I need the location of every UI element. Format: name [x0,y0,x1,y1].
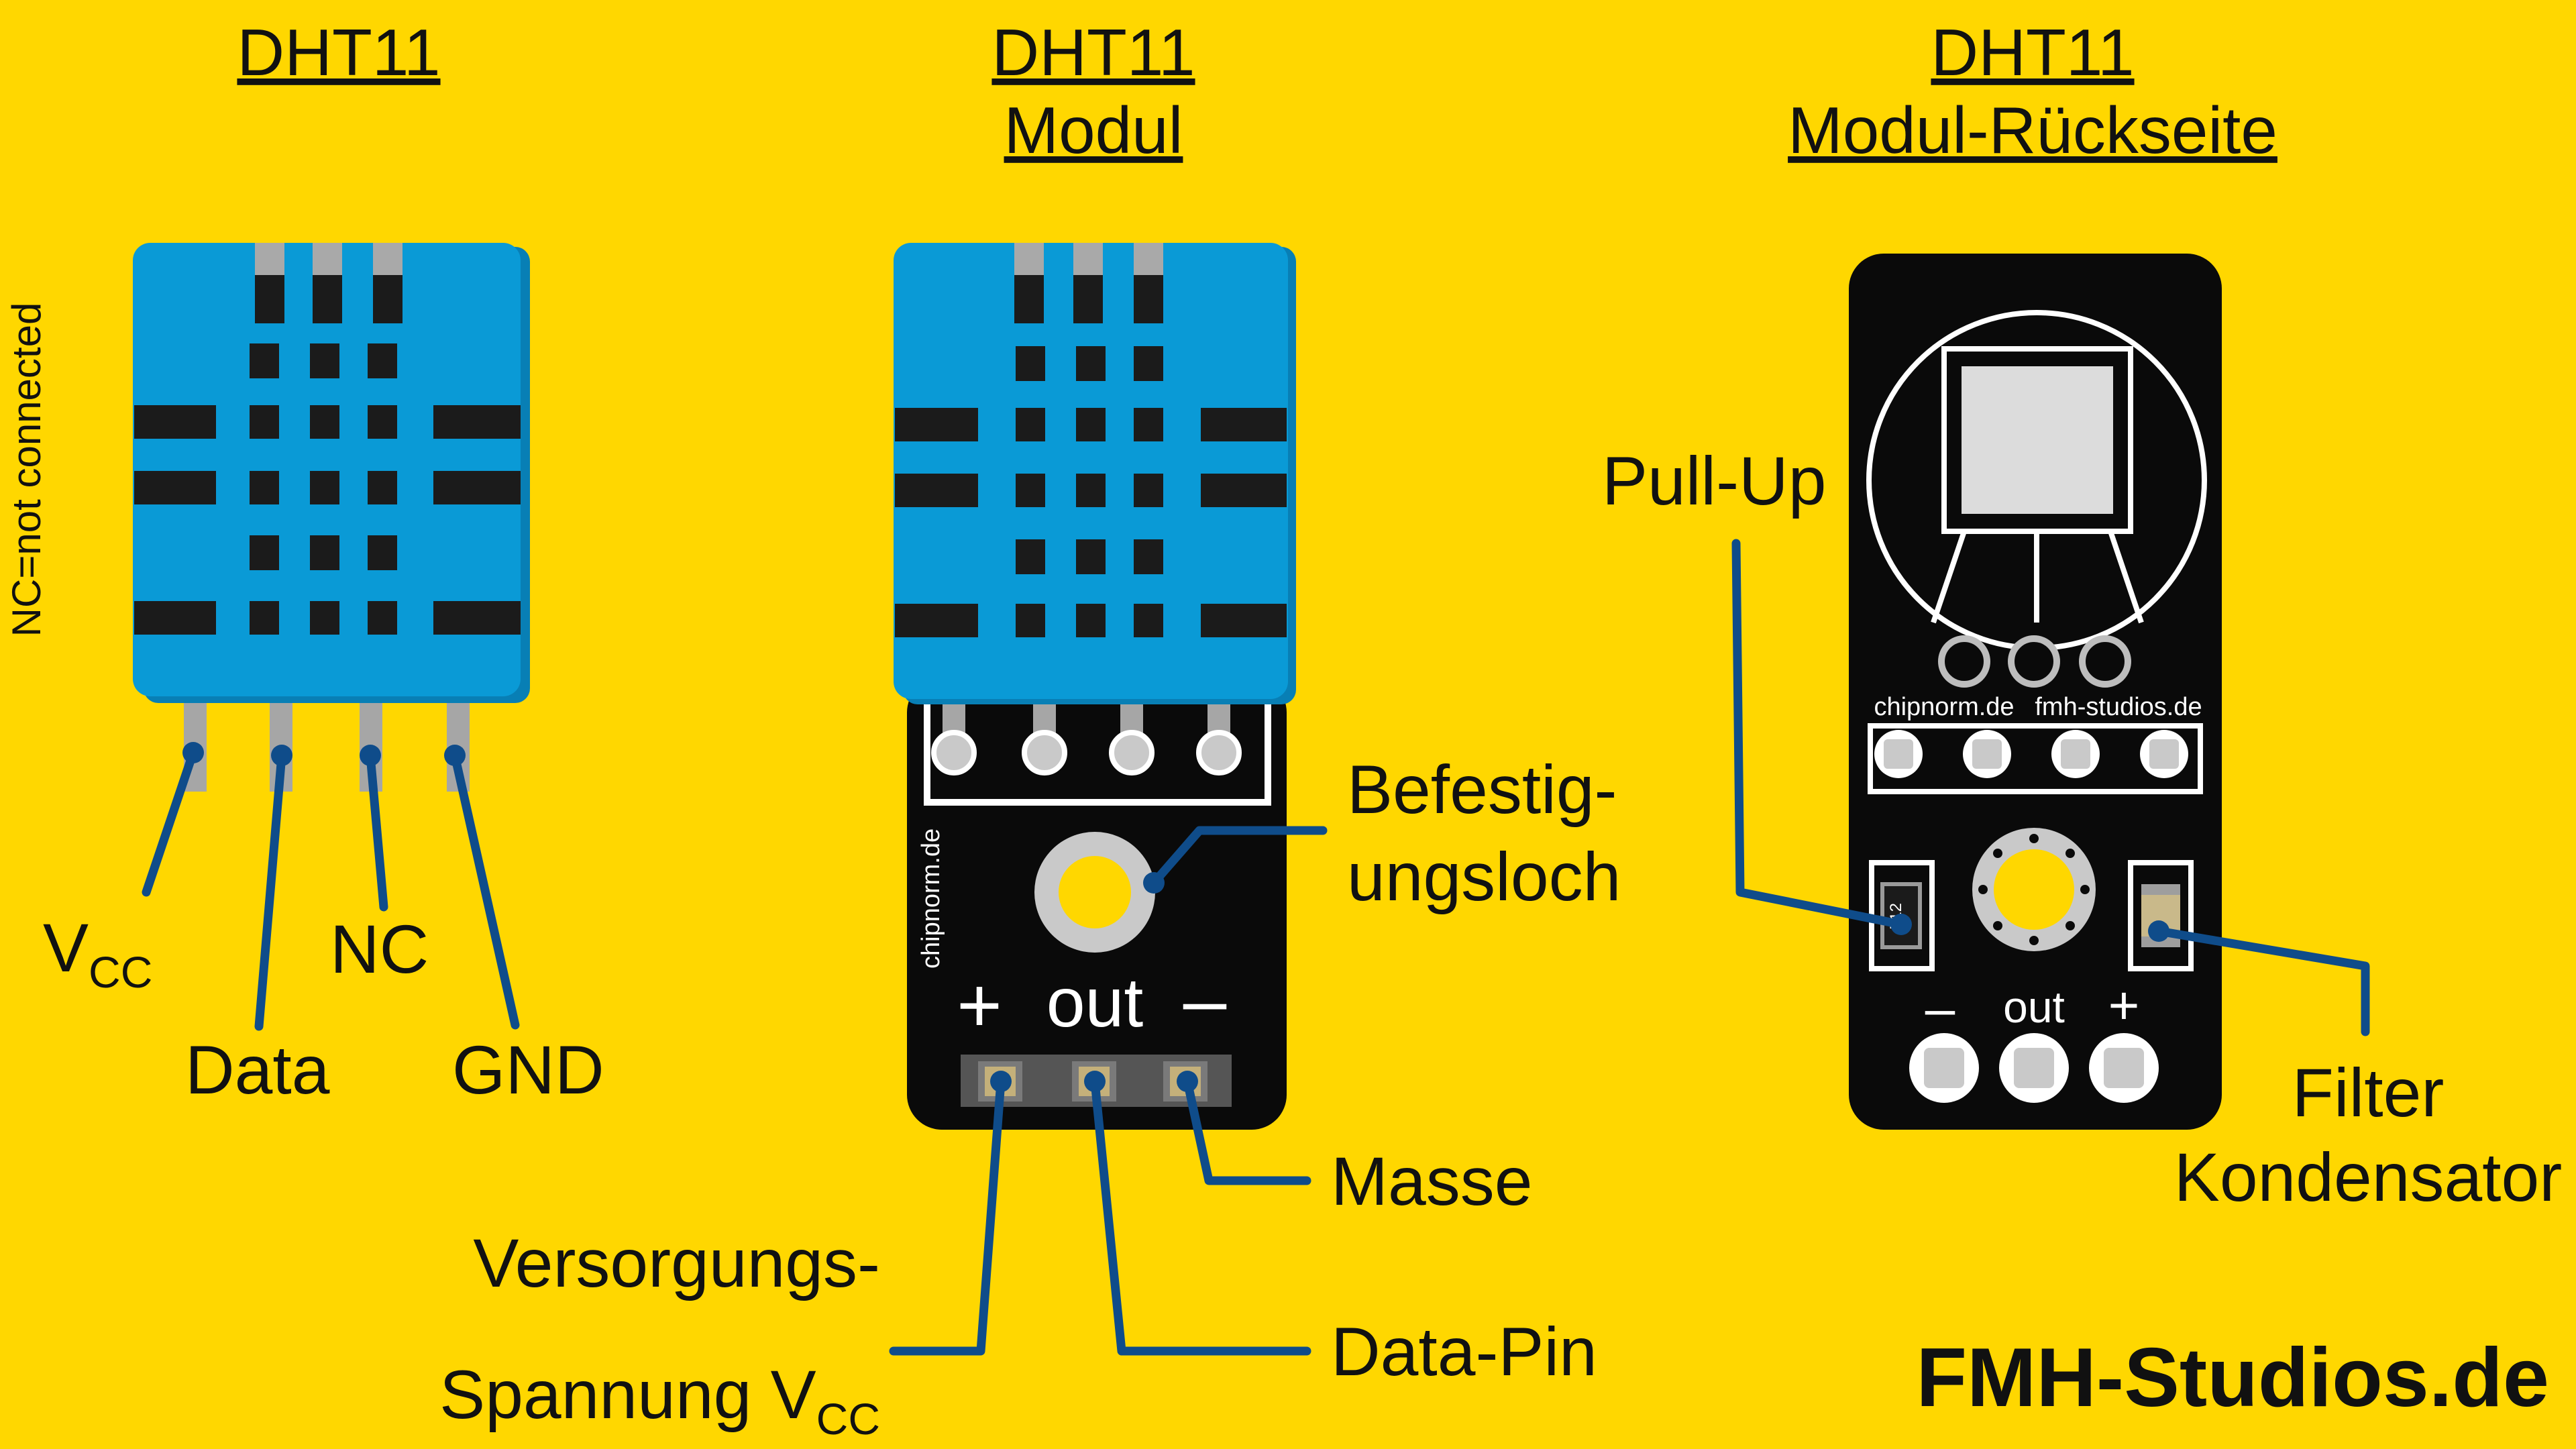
module-panel: DHT11 Modul [439,15,1621,1444]
module-out-symbol: out [1046,964,1144,1042]
backside-title-line1: DHT11 [1931,15,2134,89]
backside-title-line2: Modul-Rückseite [1788,93,2277,167]
sensor-body [133,243,530,703]
module-plus-symbol: + [957,961,1002,1049]
data-label: Data [185,1032,330,1108]
sensor-panel: DHT11 NC=not connected [4,15,604,1108]
module-title-line1: DHT11 [991,15,1195,89]
backside-leaders [1731,539,2370,1036]
module-sensor-body [894,243,1296,704]
brand-logo-text: FMH-Studios.de [1916,1332,2549,1424]
hole-label-line1: Befestig- [1347,751,1617,828]
ground-label: Masse [1331,1143,1532,1220]
module-silk-url: chipnorm.de [917,828,945,969]
data-pin-label: Data-Pin [1331,1313,1597,1390]
module-leaders [889,826,1328,1356]
supply-label-line1: Versorgungs- [473,1225,880,1301]
backside-plus-symbol: + [2108,975,2140,1035]
vcc-label: VCC [43,910,152,997]
backside-output-pads [1909,1033,2159,1103]
backside-mounting-hole [1972,828,2096,951]
module-title-line2: Modul [1004,93,1183,167]
pullup-label: Pull-Up [1602,443,1826,519]
gnd-label: GND [452,1032,604,1108]
backside-silk-left: chipnorm.de [1874,693,2014,721]
sensor-title: DHT11 [237,15,440,89]
backside-minus-symbol: – [1925,978,1955,1038]
backside-out-symbol: out [2003,982,2065,1032]
filter-label-line2: Kondensator [2174,1139,2562,1216]
module-minus-symbol: – [1183,956,1227,1043]
filter-label-line1: Filter [2292,1055,2445,1131]
nc-note: NC=not connected [4,303,49,637]
backside-silk-right: fmh-studios.de [2035,693,2202,721]
hole-label-line2: ungsloch [1347,839,1621,915]
backside-panel: DHT11 Modul-Rückseite chipnorm.de fmh-st… [1602,15,2562,1216]
nc-label: NC [330,911,429,987]
supply-label-line2: Spannung VCC [439,1356,880,1444]
backside-sensor-header [1868,723,2203,794]
filter-capacitor [2128,860,2194,971]
sensor-leaders [142,748,520,1031]
sensor-pins [184,691,470,792]
